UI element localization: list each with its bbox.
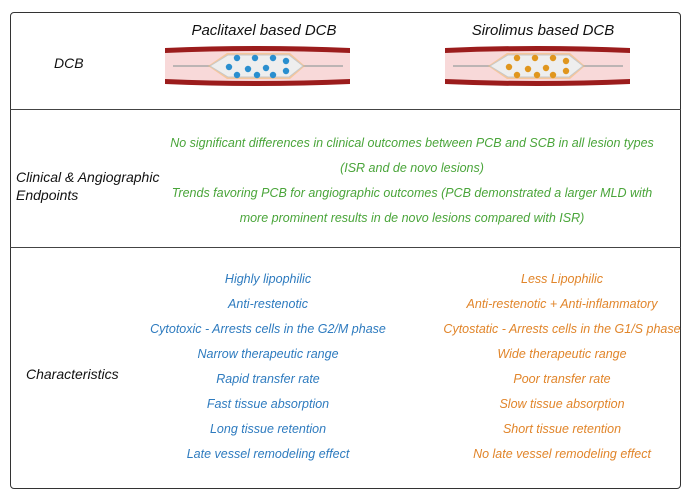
paclitaxel-characteristic: Anti-restenotic xyxy=(228,297,308,311)
sirolimus-drug-particle xyxy=(513,54,521,62)
sirolimus-balloon-vessel-illustration xyxy=(445,46,630,86)
endpoint-line-2: (ISR and de novo lesions) xyxy=(340,161,484,175)
sirolimus-drug-particle xyxy=(524,65,532,73)
paclitaxel-characteristic: Fast tissue absorption xyxy=(206,397,330,411)
paclitaxel-drug-particle xyxy=(253,71,261,79)
sirolimus-characteristic: Slow tissue absorption xyxy=(499,397,625,411)
comparison-table xyxy=(10,12,681,489)
paclitaxel-balloon-vessel-illustration xyxy=(165,46,350,86)
paclitaxel-characteristic: Rapid transfer rate xyxy=(216,372,320,386)
sirolimus-drug-particle xyxy=(531,54,539,62)
sirolimus-vessel-wall-top xyxy=(445,46,630,53)
endpoint-line-3: Trends favoring PCB for angiographic out… xyxy=(171,186,653,200)
sirolimus-drug-particle xyxy=(513,71,521,79)
paclitaxel-drug-particle xyxy=(244,65,252,73)
paclitaxel-characteristic: Highly lipophilic xyxy=(224,272,312,286)
paclitaxel-drug-particle xyxy=(282,67,290,75)
paclitaxel-characteristic: Long tissue retention xyxy=(209,422,327,436)
sirolimus-vessel-wall-bottom xyxy=(445,79,630,86)
sirolimus-characteristic: Cytostatic - Arrests cells in the G1/S p… xyxy=(443,322,681,336)
row-label-clinical-line1: Clinical & Angiographic xyxy=(16,169,160,185)
sirolimus-balloon xyxy=(489,54,584,78)
paclitaxel-vessel-wall-bottom xyxy=(165,79,350,86)
paclitaxel-drug-particle xyxy=(269,54,277,62)
paclitaxel-vessel-wall-top xyxy=(165,46,350,53)
sirolimus-characteristic: Poor transfer rate xyxy=(513,372,611,386)
sirolimus-drug-particle xyxy=(562,67,570,75)
sirolimus-characteristic: Short tissue retention xyxy=(502,422,622,436)
sirolimus-drug-particle xyxy=(562,57,570,65)
row-divider-2 xyxy=(10,247,681,248)
sirolimus-characteristic: Wide therapeutic range xyxy=(497,347,627,361)
sirolimus-characteristic: No late vessel remodeling effect xyxy=(473,447,651,461)
sirolimus-drug-particle xyxy=(542,64,550,72)
endpoint-line-4: more prominent results in de novo lesion… xyxy=(239,211,585,225)
row-label-clinical-endpoints: Clinical & Angiographic Endpoints xyxy=(16,168,159,204)
column-title-sirolimus: Sirolimus based DCB xyxy=(471,22,615,39)
row-divider-1 xyxy=(10,109,681,110)
paclitaxel-characteristic: Cytotoxic - Arrests cells in the G2/M ph… xyxy=(150,322,386,336)
sirolimus-drug-particle xyxy=(549,71,557,79)
paclitaxel-characteristic: Narrow therapeutic range xyxy=(197,347,339,361)
paclitaxel-drug-particle xyxy=(262,64,270,72)
sirolimus-drug-particle xyxy=(505,63,513,71)
sirolimus-characteristic: Less Lipophilic xyxy=(521,272,603,286)
row-label-clinical-line2: Endpoints xyxy=(16,187,79,203)
paclitaxel-drug-particle xyxy=(282,57,290,65)
paclitaxel-balloon xyxy=(209,54,304,78)
paclitaxel-characteristic: Late vessel remodeling effect xyxy=(186,447,350,461)
column-title-paclitaxel: Paclitaxel based DCB xyxy=(191,22,337,39)
endpoint-line-1: No significant differences in clinical o… xyxy=(170,136,654,150)
paclitaxel-drug-particle xyxy=(233,54,241,62)
sirolimus-characteristic: Anti-restenotic + Anti-inflammatory xyxy=(466,297,658,311)
paclitaxel-drug-particle xyxy=(251,54,259,62)
paclitaxel-drug-particle xyxy=(225,63,233,71)
row-label-dcb: DCB xyxy=(54,55,84,71)
paclitaxel-drug-particle xyxy=(233,71,241,79)
sirolimus-drug-particle xyxy=(549,54,557,62)
paclitaxel-drug-particle xyxy=(269,71,277,79)
sirolimus-drug-particle xyxy=(533,71,541,79)
row-label-characteristics: Characteristics xyxy=(26,366,119,382)
